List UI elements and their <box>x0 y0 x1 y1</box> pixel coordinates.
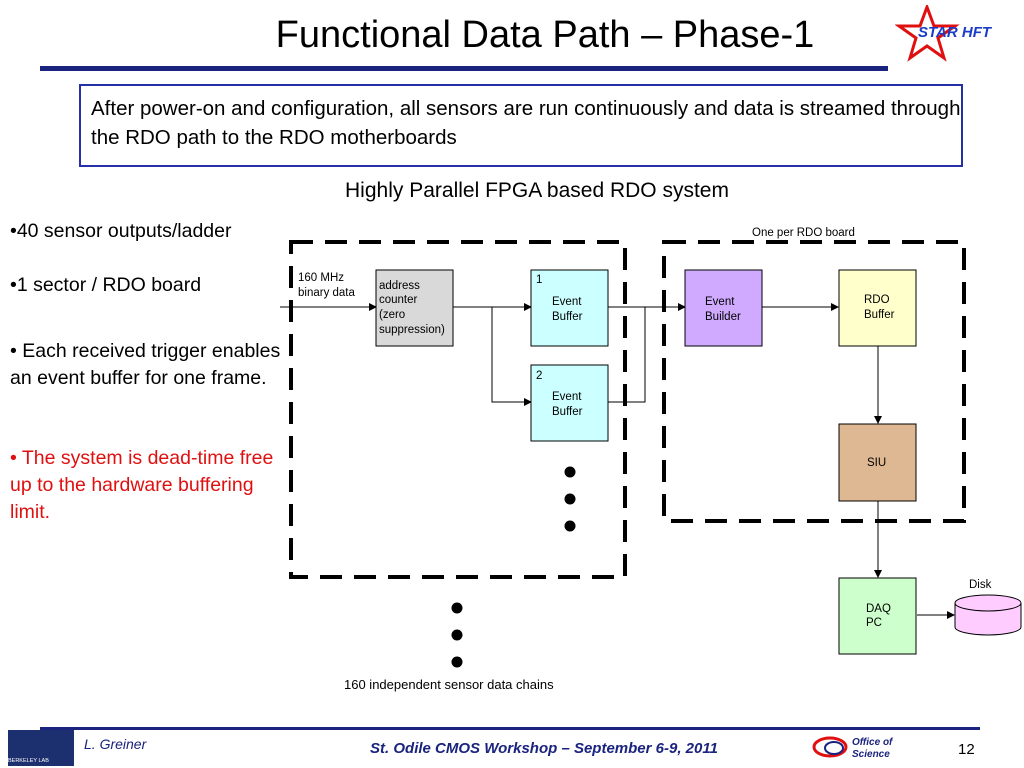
diagram-title: Highly Parallel FPGA based RDO system <box>345 179 729 202</box>
builder-label-builder: Builder <box>705 311 741 323</box>
addr-line-3: (zero <box>379 309 405 321</box>
rdo-board-region <box>662 240 966 523</box>
input-label-1: 160 MHz <box>298 272 344 284</box>
doe-text-2: Science <box>852 749 890 760</box>
disk-label: Disk <box>969 579 992 591</box>
title-divider <box>40 66 888 71</box>
bullet-dead-time: • The system is dead-time free up to the… <box>10 447 274 523</box>
event-buffer-1-box <box>530 269 609 347</box>
bullet-sector-board: •1 sector / RDO board <box>10 274 202 296</box>
rdo-label-rdo: RDO <box>864 294 890 306</box>
buffer-1-label-buffer: Buffer <box>552 311 583 323</box>
buffer-1-number: 1 <box>536 274 542 286</box>
addr-to-buf2-arrow <box>491 307 532 406</box>
siu-label: SIU <box>867 457 886 469</box>
doe-swirl-icon <box>812 736 848 758</box>
buf2-to-builder-line <box>608 307 646 403</box>
bullet-sensor-outputs: •40 sensor outputs/ladder <box>10 220 232 242</box>
buffer-2-number: 2 <box>536 370 542 382</box>
conference-name: St. Odile CMOS Workshop – September 6-9,… <box>370 740 718 757</box>
berkeley-lab-logo <box>8 730 74 766</box>
event-buffer-2-box <box>530 364 609 442</box>
page-number: 12 <box>958 741 975 758</box>
daq-label: DAQ <box>866 603 891 615</box>
office-of-science-logo: Office of Science <box>812 736 894 760</box>
doe-text-1: Office of <box>852 737 894 748</box>
buffer-2-label-event: Event <box>552 391 582 403</box>
intro-box: After power-on and configuration, all se… <box>79 84 963 167</box>
berkeley-lab-logo-text: BERKELEY LAB <box>8 758 49 764</box>
star-hft-logo <box>895 5 960 62</box>
addr-line-2: counter <box>379 294 418 306</box>
author: L. Greiner <box>84 736 147 752</box>
chains-label: 160 independent sensor data chains <box>344 677 554 692</box>
chain-ellipsis-icon <box>451 602 463 668</box>
rdo-board-label: One per RDO board <box>752 227 855 239</box>
rdo-label-buffer: Buffer <box>864 309 895 321</box>
disk-icon <box>954 594 1022 636</box>
daq-pc-box <box>838 577 917 655</box>
builder-label-event: Event <box>705 296 735 308</box>
logo-text: STAR HFT <box>918 24 992 41</box>
address-counter-box <box>375 269 454 347</box>
addr-line-4: suppression) <box>379 324 445 336</box>
pc-label: PC <box>866 617 882 629</box>
star-icon <box>895 5 960 62</box>
buffer-1-label-event: Event <box>552 296 582 308</box>
addr-line-1: address <box>379 280 420 292</box>
input-label-2: binary data <box>298 287 356 299</box>
event-builder-box <box>684 269 763 347</box>
buffer-2-label-buffer: Buffer <box>552 406 583 418</box>
buffer-ellipsis-icon <box>564 466 576 532</box>
siu-box <box>838 423 917 502</box>
slide-title: Functional Data Path – Phase-1 <box>275 14 815 56</box>
rdo-buffer-box <box>838 269 917 347</box>
bullet-trigger: • Each received trigger enables an event… <box>10 340 281 389</box>
footer-divider <box>40 727 980 730</box>
sensor-chain-region <box>289 240 627 579</box>
